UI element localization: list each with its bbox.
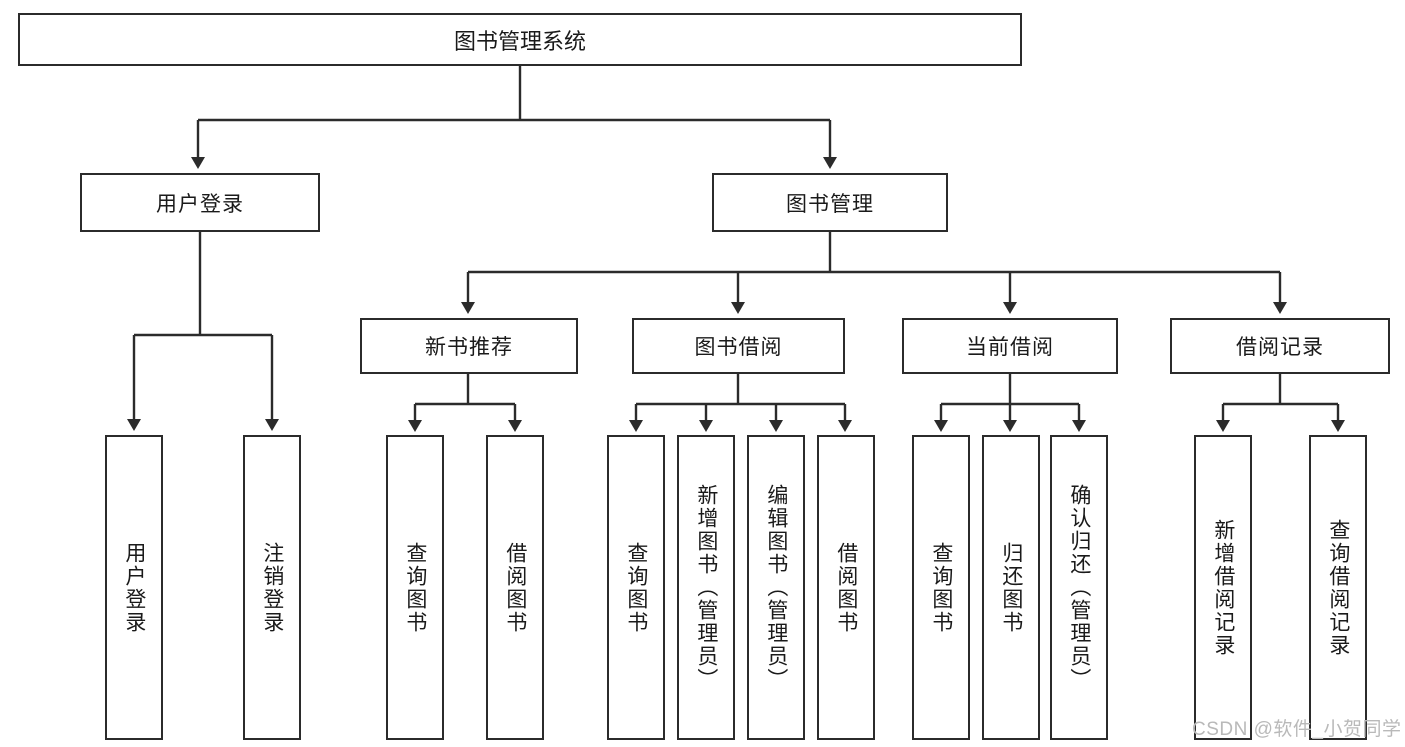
- leaf-label: 借阅图书: [503, 541, 527, 634]
- node-book-borrow[interactable]: 图书借阅: [632, 318, 845, 374]
- leaf-borrow-book[interactable]: 借阅图书: [817, 435, 875, 740]
- leaf-label: 借阅图书: [834, 541, 858, 634]
- leaf-edit-book-admin[interactable]: 编辑图书（管理员）: [747, 435, 805, 740]
- leaf-label: 查询图书: [403, 541, 427, 634]
- node-current-borrow[interactable]: 当前借阅: [902, 318, 1118, 374]
- leaf-add-borrow-record[interactable]: 新增借阅记录: [1194, 435, 1252, 740]
- leaf-query-book-current[interactable]: 查询图书: [912, 435, 970, 740]
- node-label: 借阅记录: [1236, 336, 1324, 359]
- node-label: 新书推荐: [425, 336, 513, 359]
- leaf-query-book-borrow[interactable]: 查询图书: [607, 435, 665, 740]
- leaf-label: 新增借阅记录: [1211, 518, 1235, 657]
- leaf-user-logout[interactable]: 注销登录: [243, 435, 301, 740]
- leaf-query-borrow-record[interactable]: 查询借阅记录: [1309, 435, 1367, 740]
- leaf-label: 查询借阅记录: [1326, 518, 1350, 657]
- node-label: 当前借阅: [966, 336, 1054, 359]
- node-label: 用户登录: [156, 192, 244, 216]
- node-new-book-recommend[interactable]: 新书推荐: [360, 318, 578, 374]
- leaf-borrow-book-recommend[interactable]: 借阅图书: [486, 435, 544, 740]
- leaf-user-login[interactable]: 用户登录: [105, 435, 163, 740]
- node-borrow-record[interactable]: 借阅记录: [1170, 318, 1390, 374]
- leaf-return-book[interactable]: 归还图书: [982, 435, 1040, 740]
- leaf-confirm-return-admin[interactable]: 确认归还（管理员）: [1050, 435, 1108, 740]
- leaf-label: 确认归还（管理员）: [1067, 484, 1091, 691]
- leaf-query-book-recommend[interactable]: 查询图书: [386, 435, 444, 740]
- leaf-label: 查询图书: [929, 541, 953, 634]
- leaf-label: 新增图书（管理员）: [694, 484, 718, 691]
- leaf-label: 查询图书: [624, 541, 648, 634]
- node-label: 图书管理系统: [453, 28, 586, 54]
- node-root-system[interactable]: 图书管理系统: [18, 13, 1022, 66]
- leaf-label: 用户登录: [122, 541, 146, 634]
- node-book-management[interactable]: 图书管理: [712, 173, 948, 232]
- watermark-text: CSDN @软件_小贺同学: [1192, 719, 1402, 740]
- node-label: 图书管理: [786, 192, 874, 216]
- leaf-add-book-admin[interactable]: 新增图书（管理员）: [677, 435, 735, 740]
- leaf-label: 归还图书: [999, 541, 1023, 634]
- node-user-login[interactable]: 用户登录: [80, 173, 320, 232]
- node-label: 图书借阅: [694, 336, 783, 359]
- leaf-label: 编辑图书（管理员）: [764, 484, 788, 691]
- leaf-label: 注销登录: [260, 541, 284, 634]
